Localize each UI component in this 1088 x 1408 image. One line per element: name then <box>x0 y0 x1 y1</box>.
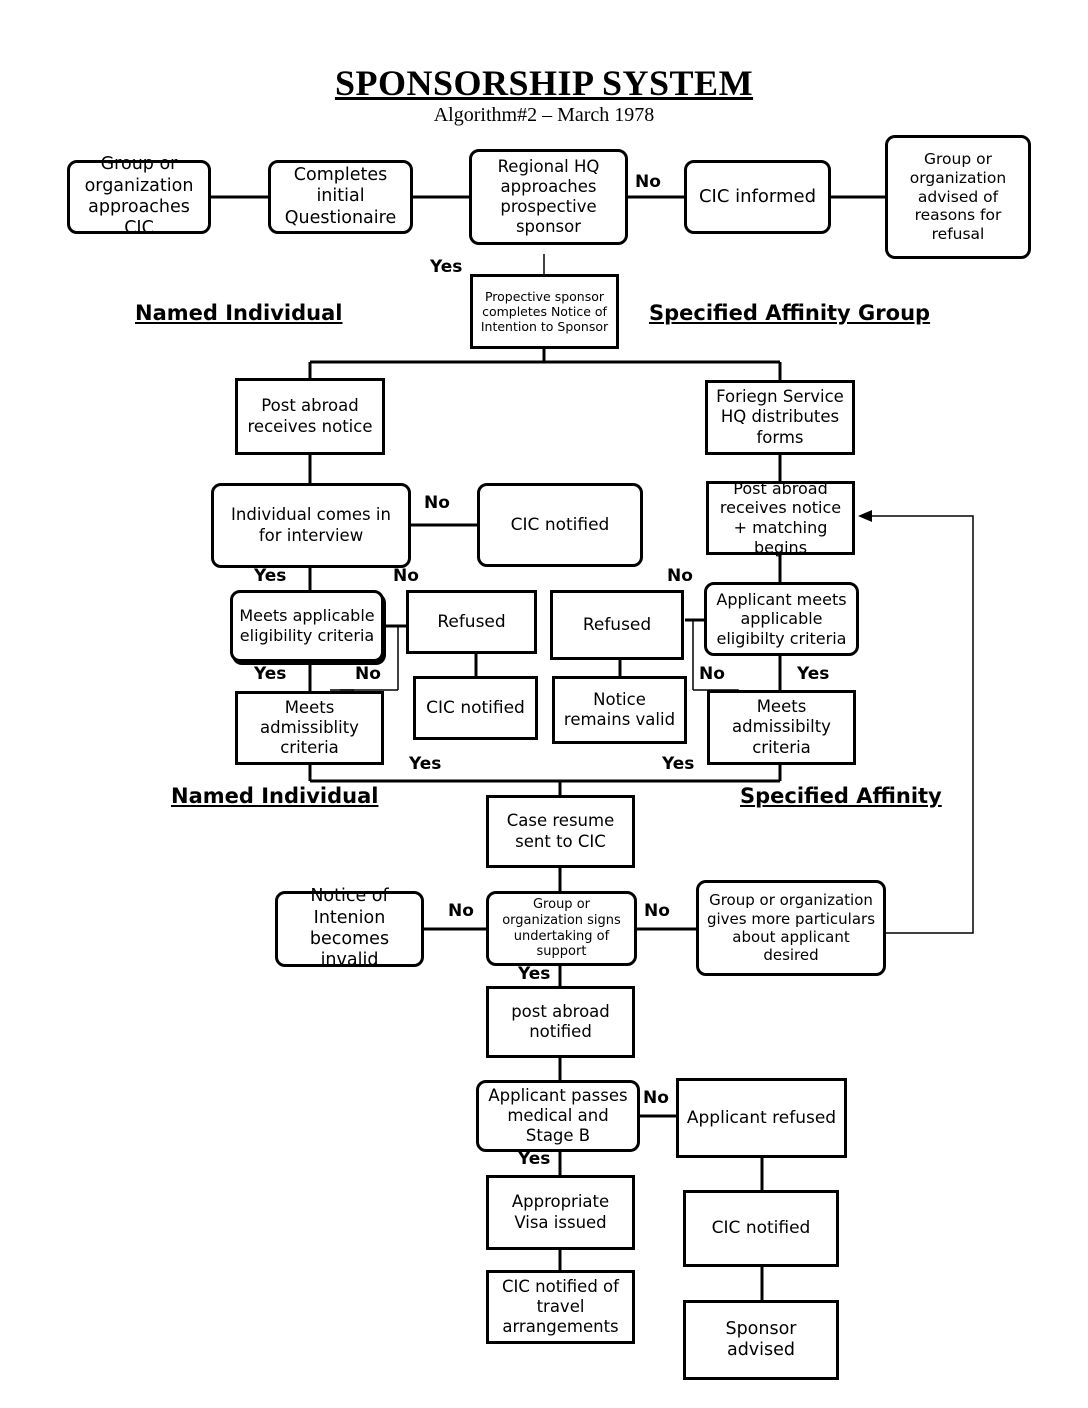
edge-label-no-undertaking-right: No <box>644 901 670 921</box>
node-completes-notice: Propective sponsor completes Notice of I… <box>470 274 619 349</box>
edge-label-yes-interview: Yes <box>254 566 287 586</box>
node-post-abroad-receives-notice: Post abroad receives notice <box>235 378 385 455</box>
node-cic-notified-3: CIC notified <box>683 1190 839 1267</box>
node-passes-medical: Applicant passes medical and Stage B <box>476 1080 640 1152</box>
node-cic-notified-1: CIC notified <box>477 483 643 567</box>
header-named-individual-bottom: Named Individual <box>171 784 379 808</box>
node-more-particulars: Group or organization gives more particu… <box>696 880 886 976</box>
node-applicant-meets-eligibility: Applicant meets applicable eligibilty cr… <box>704 582 859 656</box>
node-meets-eligibility: Meets applicable eligibility criteria <box>230 590 384 662</box>
edge-label-no-interview: No <box>424 493 450 513</box>
node-post-abroad-notified: post abroad notified <box>486 986 635 1058</box>
node-sponsor-advised: Sponsor advised <box>683 1300 839 1380</box>
node-regional-hq: Regional HQ approaches prospective spons… <box>469 149 628 245</box>
edge-label-no-applicant-eligibility: No <box>699 664 725 684</box>
node-refused-right: Refused <box>550 590 684 660</box>
edge-label-no-eligibility: No <box>355 664 381 684</box>
node-meets-admissibility-left: Meets admissiblity criteria <box>235 691 384 765</box>
edge-label-yes-undertaking: Yes <box>518 964 551 984</box>
node-case-resume: Case resume sent to CIC <box>486 795 635 868</box>
header-specified-affinity-group: Specified Affinity Group <box>649 301 931 325</box>
edge-label-yes-admiss-right: Yes <box>662 754 695 774</box>
diagram-title: SPONSORSHIP SYSTEM <box>334 63 754 103</box>
node-group-approaches-cic: Group or organization approaches CIC <box>67 154 211 238</box>
edge-label-no-matching: No <box>667 566 693 586</box>
node-signs-undertaking: Group or organization signs undertaking … <box>486 891 637 966</box>
edge-label-no-medical: No <box>643 1088 669 1108</box>
edge-label-yes-medical: Yes <box>518 1149 551 1169</box>
edge-label-yes-eligibility: Yes <box>254 664 287 684</box>
edge-label-no-regional: No <box>635 172 661 192</box>
node-visa-issued: Appropriate Visa issued <box>486 1175 635 1250</box>
node-cic-travel: CIC notified of travel arrangements <box>486 1270 635 1344</box>
node-completes-questionaire: Completes initial Questionaire <box>268 160 413 234</box>
edge-label-yes-regional: Yes <box>430 257 463 277</box>
node-post-abroad-matching: Post abroad receives notice + matching b… <box>706 479 855 557</box>
node-meets-admissibility-right: Meets admissibilty criteria <box>707 690 856 765</box>
edge-label-no-interview-2: No <box>393 566 419 586</box>
node-refused-left: Refused <box>406 590 537 654</box>
node-applicant-refused: Applicant refused <box>676 1078 847 1158</box>
node-foreign-service-hq: Foriegn Service HQ distributes forms <box>705 380 855 455</box>
edge-label-yes-applicant-eligibility: Yes <box>797 664 830 684</box>
header-specified-affinity: Specified Affinity <box>740 784 942 808</box>
header-named-individual-top: Named Individual <box>135 301 343 325</box>
node-notice-remains-valid: Notice remains valid <box>552 676 687 744</box>
edge-label-yes-admiss-left: Yes <box>409 754 442 774</box>
node-cic-notified-2: CIC notified <box>413 676 538 740</box>
node-cic-informed: CIC informed <box>684 160 831 234</box>
node-group-advised-refusal: Group or organization advised of reasons… <box>885 135 1031 259</box>
node-individual-interview: Individual comes in for interview <box>211 483 411 568</box>
node-notice-invalid: Notice of Intenion becomes invalid <box>275 886 424 970</box>
diagram-subtitle: Algorithm#2 – March 1978 <box>433 104 655 126</box>
edge-label-no-undertaking-left: No <box>448 901 474 921</box>
